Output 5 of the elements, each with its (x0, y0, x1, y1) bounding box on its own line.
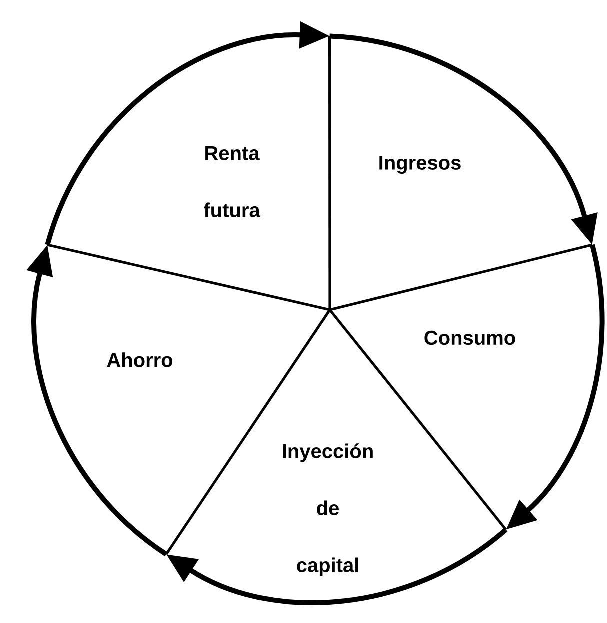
pie-sector: Renta futura (47, 146, 260, 279)
pie-sector: Consumo (424, 244, 593, 346)
pie-sector: Inyección de capital (283, 419, 508, 576)
pie-sector: Ahorro (107, 352, 250, 556)
pie-sector: Ingresos (328, 36, 461, 174)
